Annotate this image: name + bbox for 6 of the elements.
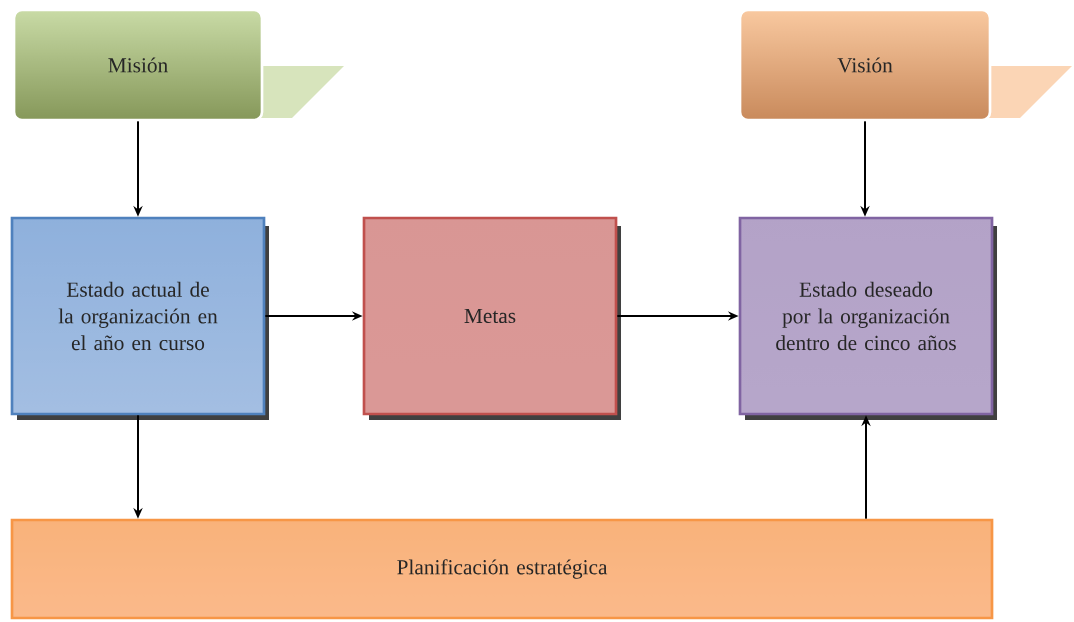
process-box: Metas bbox=[362, 216, 621, 420]
heading-box: Misión bbox=[12, 8, 344, 122]
process-box: Estado deseado por la organización dentro de cinco años bbox=[738, 216, 997, 420]
heading-box: Visión bbox=[738, 8, 1072, 122]
process-box: Estado actual de la organización en el año en curso bbox=[10, 216, 269, 420]
process-band: Planificación estratégica bbox=[10, 518, 994, 620]
